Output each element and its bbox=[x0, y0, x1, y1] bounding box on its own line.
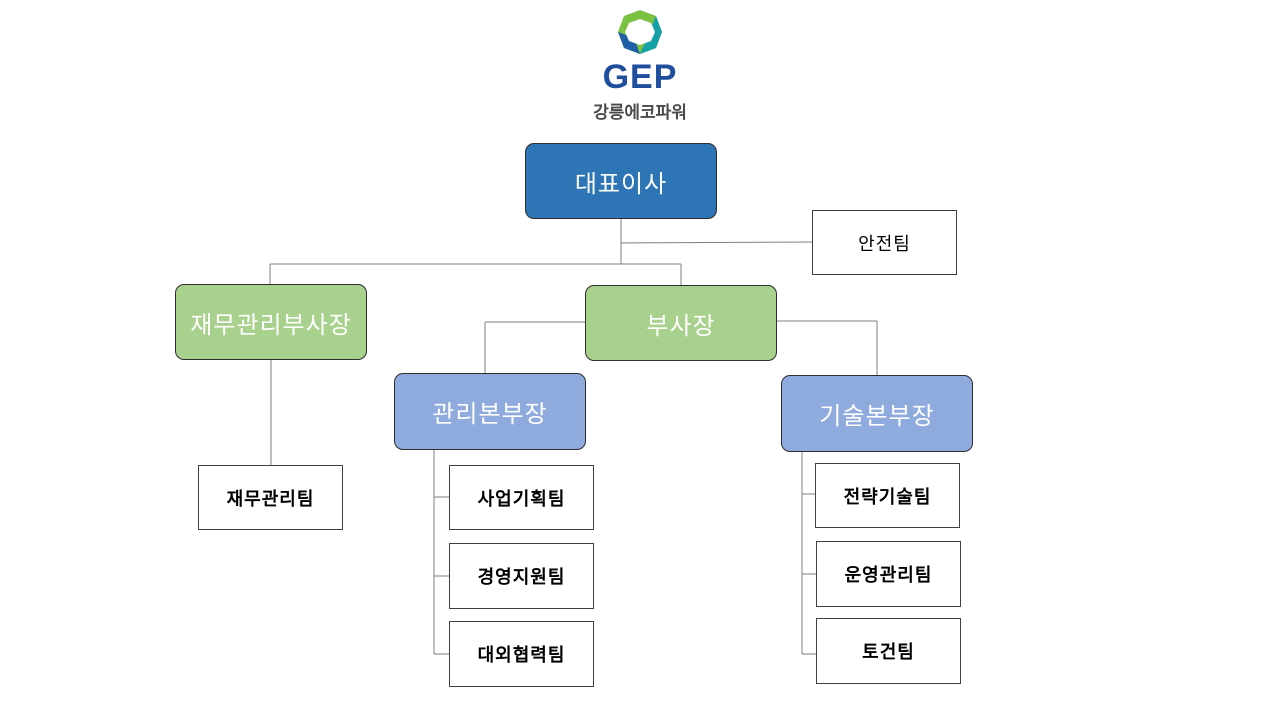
company-logo: GEP 강릉에코파워 bbox=[560, 6, 720, 123]
ceo-box: 대표이사 bbox=[525, 143, 717, 219]
external-cooperation-team-box: 대외협력팀 bbox=[449, 621, 594, 687]
safety-team-box: 안전팀 bbox=[812, 210, 957, 275]
finance-vp-box: 재무관리부사장 bbox=[175, 284, 367, 360]
civil-construction-team-box: 토건팀 bbox=[816, 618, 961, 684]
logo-mark: GEP bbox=[602, 58, 678, 96]
operations-mgmt-team-box: 운영관리팀 bbox=[816, 541, 961, 607]
admin-hq-box: 관리본부장 bbox=[394, 373, 586, 450]
logo-ring-icon bbox=[618, 10, 662, 54]
strategic-tech-team-box: 전략기술팀 bbox=[815, 463, 960, 528]
business-planning-team-box: 사업기획팀 bbox=[449, 465, 594, 530]
tech-hq-box: 기술본부장 bbox=[781, 375, 973, 452]
vp-box: 부사장 bbox=[585, 285, 777, 361]
finance-mgmt-team-box: 재무관리팀 bbox=[198, 465, 343, 530]
management-support-team-box: 경영지원팀 bbox=[449, 543, 594, 609]
logo-company-name: 강릉에코파워 bbox=[593, 103, 687, 123]
